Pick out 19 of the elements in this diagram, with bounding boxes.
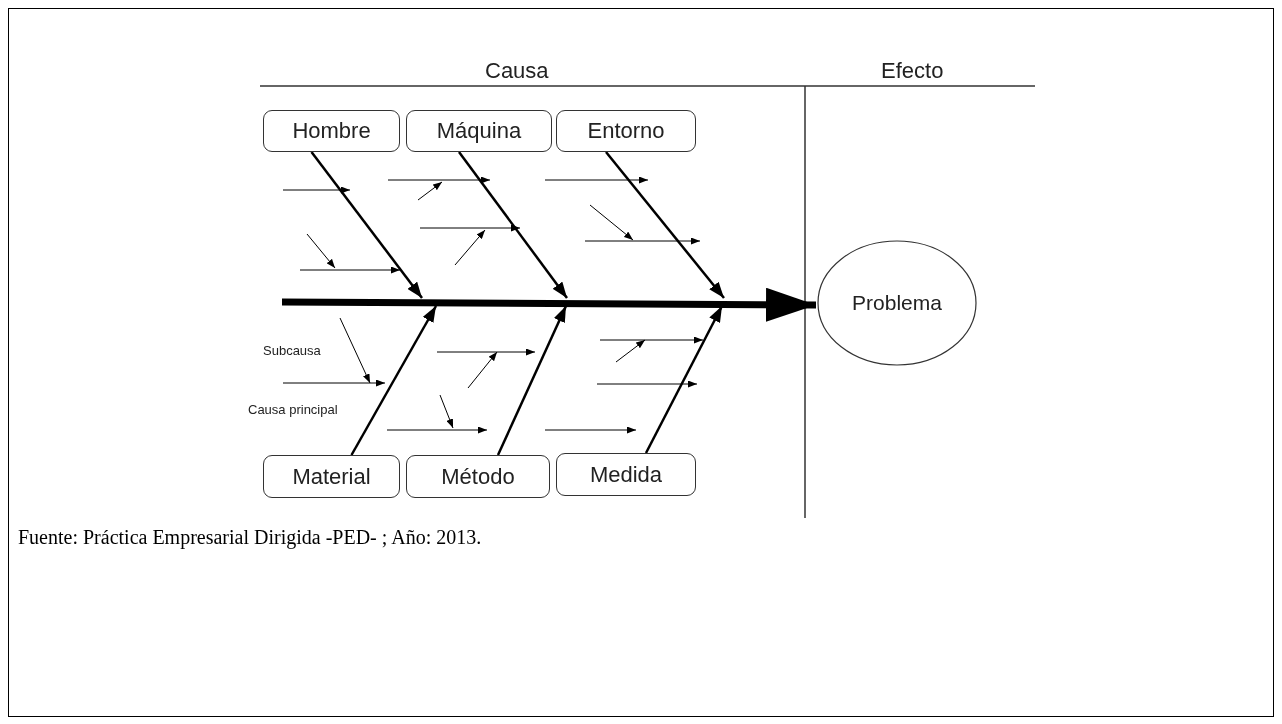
bone-arrow: [644, 305, 724, 454]
bone-arrow: [496, 305, 568, 456]
bone-arrow: [310, 151, 423, 299]
bone-arrow: [605, 151, 725, 299]
header-label: Causa: [485, 58, 549, 84]
effect-ellipse: [817, 240, 977, 366]
header-label: Efecto: [881, 58, 944, 84]
category-box: Medida: [556, 453, 696, 496]
category-box: Hombre: [263, 110, 400, 152]
category-box: Entorno: [556, 110, 696, 152]
category-box: Material: [263, 455, 400, 498]
arrow-label: Subcausa: [263, 343, 321, 358]
effect-text: Problema: [852, 291, 942, 315]
arrow-label: Causa principal: [248, 402, 338, 417]
category-box: Máquina: [406, 110, 552, 152]
bone-arrow: [458, 151, 568, 299]
source-caption: Fuente: Práctica Empresarial Dirigida -PED- ; Año: 2013.: [18, 525, 483, 551]
category-box: Método: [406, 455, 550, 498]
bone-arrow: [350, 305, 438, 456]
